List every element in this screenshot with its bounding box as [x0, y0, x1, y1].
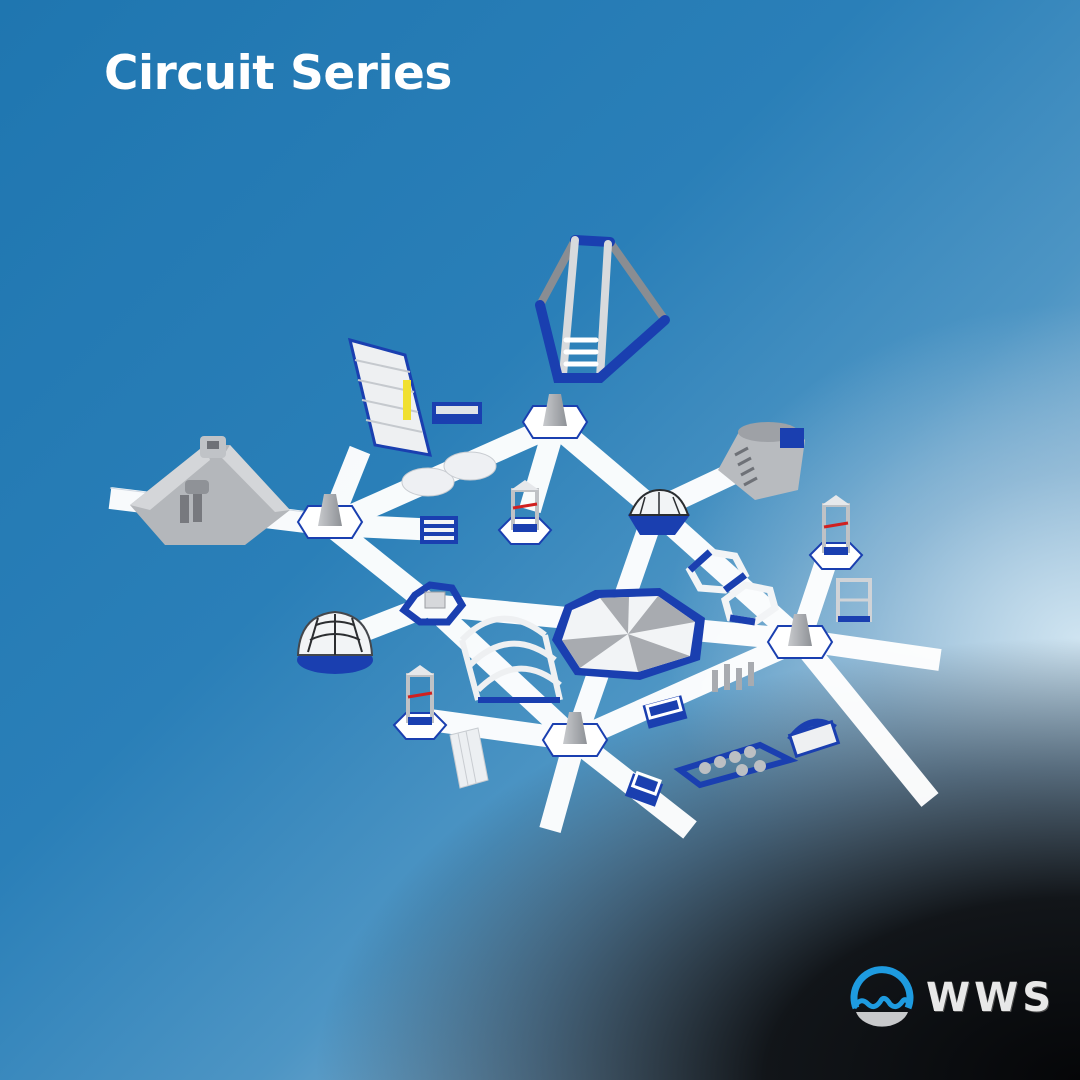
a-frame-tower — [535, 235, 670, 383]
small-slide — [449, 727, 489, 789]
connector-hubs — [296, 394, 834, 757]
bars-obstacle — [624, 770, 664, 807]
stepping-pods-run — [642, 662, 799, 789]
log-stack — [420, 516, 458, 544]
climbing-frame — [836, 578, 872, 622]
trampoline-octagon — [552, 588, 705, 680]
page-title: Circuit Series — [104, 46, 452, 101]
lookout-towers — [392, 480, 864, 740]
hex-rings — [685, 548, 780, 626]
twin-domes — [401, 451, 497, 497]
pyramid-climber — [130, 436, 290, 545]
arch-tunnel — [459, 615, 563, 703]
roller-log — [787, 718, 841, 759]
slide-tower — [347, 337, 482, 457]
ring-platform — [399, 581, 467, 626]
brand-logo: WWS — [846, 962, 1055, 1034]
dome-climber-center — [628, 488, 690, 535]
wave-circle-icon — [850, 966, 914, 1027]
dome-climber-left — [296, 610, 374, 674]
climbing-volcano — [718, 422, 805, 500]
brand-name: WWS — [926, 975, 1056, 1021]
